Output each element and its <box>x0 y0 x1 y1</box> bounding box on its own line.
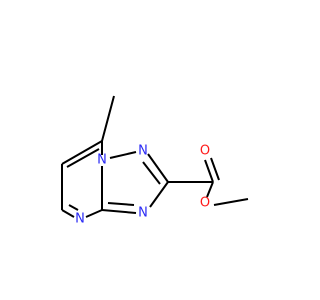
bond-c7-c6 <box>61 140 103 165</box>
bond-methyl <box>101 95 115 142</box>
bond-n1-c2 <box>147 153 169 183</box>
atom-label-n4: N <box>75 212 85 227</box>
bond-n3-c3a-inner <box>107 202 135 206</box>
atom-label-o-carbonyl: O <box>200 144 210 159</box>
bond-c5-n4 <box>61 209 75 218</box>
atom-label-n1: N <box>138 144 148 159</box>
bond-c7-c6-inner <box>66 148 100 168</box>
bond-n3-c3a <box>101 209 137 214</box>
bond-c5-n4-inner <box>68 204 79 211</box>
chemical-structure: N N N N O O <box>61 95 249 227</box>
bond-c2-n3 <box>149 181 169 208</box>
bond-carbonyl-o-upper-double <box>210 157 220 181</box>
atom-label-n8: N <box>97 153 107 168</box>
atom-label-n3: N <box>138 206 148 221</box>
bond-carbonyl-o-upper <box>204 159 214 183</box>
bond-n8-n1 <box>109 151 137 159</box>
bond-n4-c3a <box>85 209 103 218</box>
atom-label-o-ester: O <box>200 196 210 211</box>
bond-o-methyl <box>213 198 249 206</box>
bond-carbonyl-o-lower <box>206 181 214 198</box>
bond-n1-c2-inner <box>142 161 161 185</box>
